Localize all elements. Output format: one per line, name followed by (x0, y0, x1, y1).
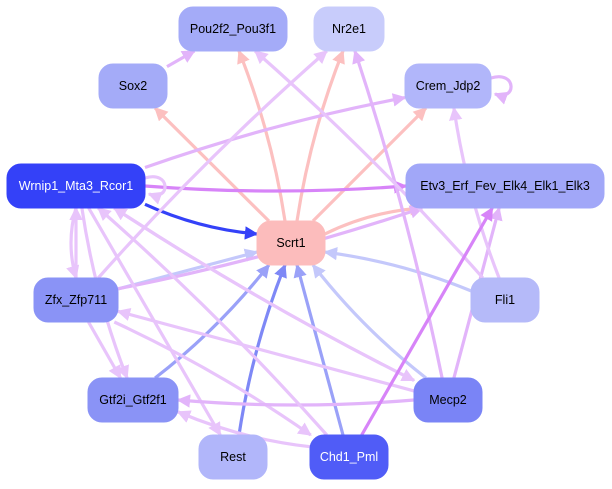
node-label: Etv3_Erf_Fev_Elk4_Elk1_Elk3 (420, 179, 590, 193)
node-Wrnip1_Mta3_Rcor1[interactable]: Wrnip1_Mta3_Rcor1 (6, 163, 146, 209)
edge-Chd1_Pml-to-Gtf2i_Gtf2f1 (176, 410, 311, 449)
node-box[interactable] (87, 377, 179, 423)
node-label: Chd1_Pml (320, 450, 378, 464)
node-box[interactable] (404, 63, 492, 109)
node-box[interactable] (470, 277, 540, 323)
edge-Gtf2i_Gtf2f1-to-Scrt1 (154, 263, 271, 380)
node-label: Scrt1 (276, 236, 305, 250)
edge-Mecp2-to-Zfx_Zfp711 (116, 307, 415, 393)
node-Scrt1[interactable]: Scrt1 (256, 220, 326, 266)
node-Fli1[interactable]: Fli1 (470, 277, 540, 323)
node-Sox2[interactable]: Sox2 (98, 63, 168, 109)
edge-Zfx_Zfp711-to-Chd1_Pml (113, 320, 312, 437)
node-Etv3_Erf_Fev_Elk4_Elk1_Elk3[interactable]: Etv3_Erf_Fev_Elk4_Elk1_Elk3 (405, 163, 605, 209)
edge-Wrnip1_Mta3_Rcor1-to-Scrt1 (144, 202, 259, 240)
edge-Mecp2-to-Nr2e1 (352, 49, 444, 379)
edge-Mecp2-to-Gtf2i_Gtf2f1 (176, 394, 415, 408)
node-Crem_Jdp2[interactable]: Crem_Jdp2 (404, 63, 492, 109)
node-Nr2e1[interactable]: Nr2e1 (313, 6, 385, 52)
node-box[interactable] (309, 434, 389, 480)
node-Chd1_Pml[interactable]: Chd1_Pml (309, 434, 389, 480)
edge-Wrnip1_Mta3_Rcor1-to-Etv3_Erf_Fev_Elk4_Elk1_Elk3 (144, 180, 408, 194)
edge-Crem_Jdp2-to-Crem_Jdp2 (490, 75, 513, 105)
node-label: Gtf2i_Gtf2f1 (99, 393, 166, 407)
edge-Chd1_Pml-to-Etv3_Erf_Fev_Elk4_Elk1_Elk3 (360, 206, 494, 436)
node-label: Pou2f2_Pou3f1 (190, 22, 276, 36)
edge-Zfx_Zfp711-to-Nr2e1 (97, 49, 328, 280)
edge-Scrt1-to-Crem_Jdp2 (311, 106, 428, 223)
edge-Chd1_Pml-to-Scrt1 (293, 263, 345, 436)
node-label: Mecp2 (429, 393, 467, 407)
node-box[interactable] (33, 277, 119, 323)
node-label: Rest (220, 450, 246, 464)
node-box[interactable] (178, 6, 288, 52)
edge-Scrt1-to-Nr2e1 (295, 49, 345, 222)
node-box[interactable] (405, 163, 605, 209)
node-Rest[interactable]: Rest (198, 434, 268, 480)
node-box[interactable] (256, 220, 326, 266)
edge-Fli1-to-Scrt1 (323, 246, 472, 293)
edge-Mecp2-to-Wrnip1_Mta3_Rcor1 (113, 206, 415, 382)
edge-Sox2-to-Pou2f2_Pou3f1 (166, 49, 196, 68)
node-box[interactable] (6, 163, 146, 209)
node-Zfx_Zfp711[interactable]: Zfx_Zfp711 (33, 277, 119, 323)
node-box[interactable] (98, 63, 168, 109)
edge-Fli1-to-Pou2f2_Pou3f1 (254, 49, 485, 280)
node-box[interactable] (413, 377, 483, 423)
node-label: Nr2e1 (332, 22, 366, 36)
node-Gtf2i_Gtf2f1[interactable]: Gtf2i_Gtf2f1 (87, 377, 179, 423)
node-box[interactable] (313, 6, 385, 52)
node-label: Wrnip1_Mta3_Rcor1 (19, 179, 133, 193)
node-box[interactable] (198, 434, 268, 480)
node-label: Fli1 (495, 293, 515, 307)
node-Pou2f2_Pou3f1[interactable]: Pou2f2_Pou3f1 (178, 6, 288, 52)
edge-Mecp2-to-Scrt1 (311, 263, 427, 380)
edge-Wrnip1_Mta3_Rcor1-to-Crem_Jdp2 (144, 93, 407, 170)
node-label: Zfx_Zfp711 (45, 293, 107, 307)
node-label: Sox2 (119, 79, 148, 93)
node-Mecp2[interactable]: Mecp2 (413, 377, 483, 423)
node-label: Crem_Jdp2 (416, 79, 481, 93)
edge-Wrnip1_Mta3_Rcor1-to-Wrnip1_Mta3_Rcor1 (144, 175, 167, 205)
edge-Scrt1-to-Pou2f2_Pou3f1 (237, 49, 287, 222)
edge-Scrt1-to-Sox2 (153, 106, 271, 223)
edge-Chd1_Pml-to-Wrnip1_Mta3_Rcor1 (97, 206, 328, 437)
edges-layer (66, 49, 513, 449)
